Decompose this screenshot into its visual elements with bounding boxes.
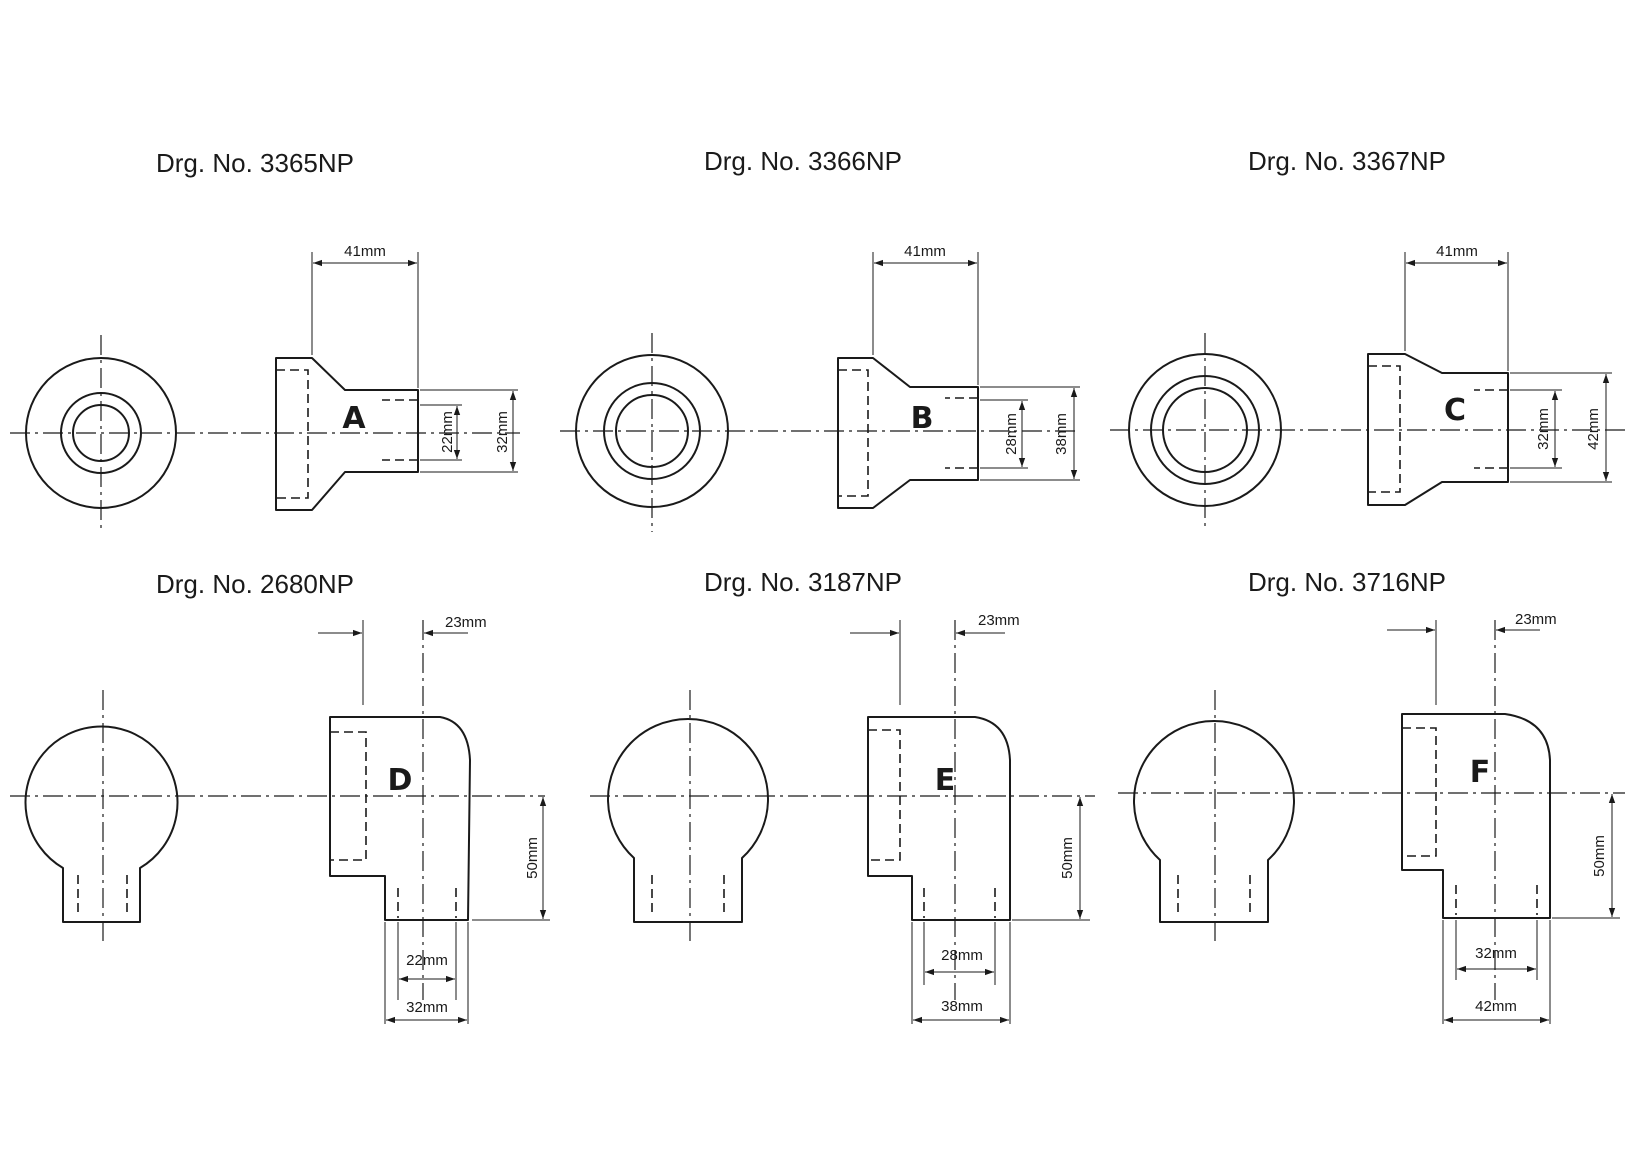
drawing-number: Drg. No. 3716NP (1248, 567, 1446, 597)
svg-text:28mm: 28mm (941, 947, 983, 964)
drawing-number: Drg. No. 3366NP (704, 146, 902, 176)
dimension-inner-bore: 22mm (397, 922, 457, 1000)
end-view (607, 690, 769, 945)
drawing-number: Drg. No. 3365NP (156, 148, 354, 178)
svg-text:28mm: 28mm (1003, 413, 1020, 455)
fitting-letter: F (1470, 755, 1491, 790)
dimension-length: 41mm (311, 243, 419, 388)
svg-text:23mm: 23mm (978, 612, 1020, 629)
svg-text:32mm: 32mm (1535, 408, 1552, 450)
dimension-outer-bore: 32mm (384, 922, 469, 1024)
side-view (275, 357, 419, 511)
svg-text:23mm: 23mm (445, 614, 487, 631)
dimension-inner-bore: 28mm (923, 922, 996, 985)
drawing-number: Drg. No. 3187NP (704, 567, 902, 597)
dimension-length: 41mm (1404, 243, 1509, 371)
dimension-height: 50mm (472, 797, 550, 921)
dimension-large-bore: 38mm (980, 386, 1080, 481)
svg-text:38mm: 38mm (1053, 413, 1070, 455)
side-view (1367, 353, 1509, 506)
svg-text:32mm: 32mm (406, 999, 448, 1016)
fitting-letter: D (388, 763, 413, 798)
end-view (1133, 690, 1295, 945)
svg-text:41mm: 41mm (344, 243, 386, 260)
dimension-height: 50mm (1012, 797, 1090, 921)
svg-text:41mm: 41mm (1436, 243, 1478, 260)
dimension-offset: 23mm (850, 612, 1020, 705)
dimension-offset: 23mm (318, 614, 487, 705)
svg-text:50mm: 50mm (524, 837, 541, 879)
dimension-small-bore: 22mm (420, 404, 462, 461)
drawing-number: Drg. No. 2680NP (156, 569, 354, 599)
drawing-3366np: Drg. No. 3366NP B 41mm 28mm (560, 146, 1080, 532)
svg-text:38mm: 38mm (941, 998, 983, 1015)
drawing-3716np: Drg. No. 3716NP F 23mm 50mm (1118, 567, 1625, 1024)
dimension-height: 50mm (1552, 794, 1620, 919)
dimension-outer-bore: 38mm (911, 922, 1011, 1024)
fitting-letter: C (1444, 393, 1466, 428)
end-view (24, 690, 179, 945)
dimension-length: 41mm (872, 243, 979, 385)
fitting-letter: B (911, 401, 934, 436)
svg-text:32mm: 32mm (494, 411, 511, 453)
svg-text:42mm: 42mm (1585, 408, 1602, 450)
svg-text:42mm: 42mm (1475, 998, 1517, 1015)
drawing-3365np: Drg. No. 3365NP A 41mm 22mm (10, 148, 520, 530)
dimension-small-bore: 28mm (980, 399, 1028, 469)
svg-text:22mm: 22mm (439, 411, 456, 453)
drawing-3367np: Drg. No. 3367NP C 41mm 32mm (1110, 146, 1625, 528)
svg-text:50mm: 50mm (1591, 835, 1608, 877)
end-view (575, 333, 729, 532)
svg-text:32mm: 32mm (1475, 945, 1517, 962)
svg-text:22mm: 22mm (406, 952, 448, 969)
drawing-number: Drg. No. 3367NP (1248, 146, 1446, 176)
dimension-outer-bore: 42mm (1442, 920, 1551, 1024)
side-view (1401, 620, 1551, 1000)
drawing-3187np: Drg. No. 3187NP E 23mm 50mm (590, 567, 1095, 1024)
dimension-small-bore: 32mm (1510, 389, 1562, 469)
fitting-letter: A (342, 401, 366, 436)
svg-text:41mm: 41mm (904, 243, 946, 260)
svg-text:23mm: 23mm (1515, 611, 1557, 628)
dimension-inner-bore: 32mm (1455, 920, 1538, 980)
dimension-large-bore: 42mm (1510, 372, 1612, 483)
side-view (329, 620, 471, 1000)
side-view (837, 357, 979, 509)
side-view (867, 620, 1011, 1000)
dimension-offset: 23mm (1387, 611, 1557, 705)
fitting-letter: E (935, 763, 956, 798)
svg-text:50mm: 50mm (1059, 837, 1076, 879)
drawing-2680np: Drg. No. 2680NP D 23mm 50mm (10, 569, 550, 1024)
dimension-large-bore: 32mm (420, 389, 518, 473)
